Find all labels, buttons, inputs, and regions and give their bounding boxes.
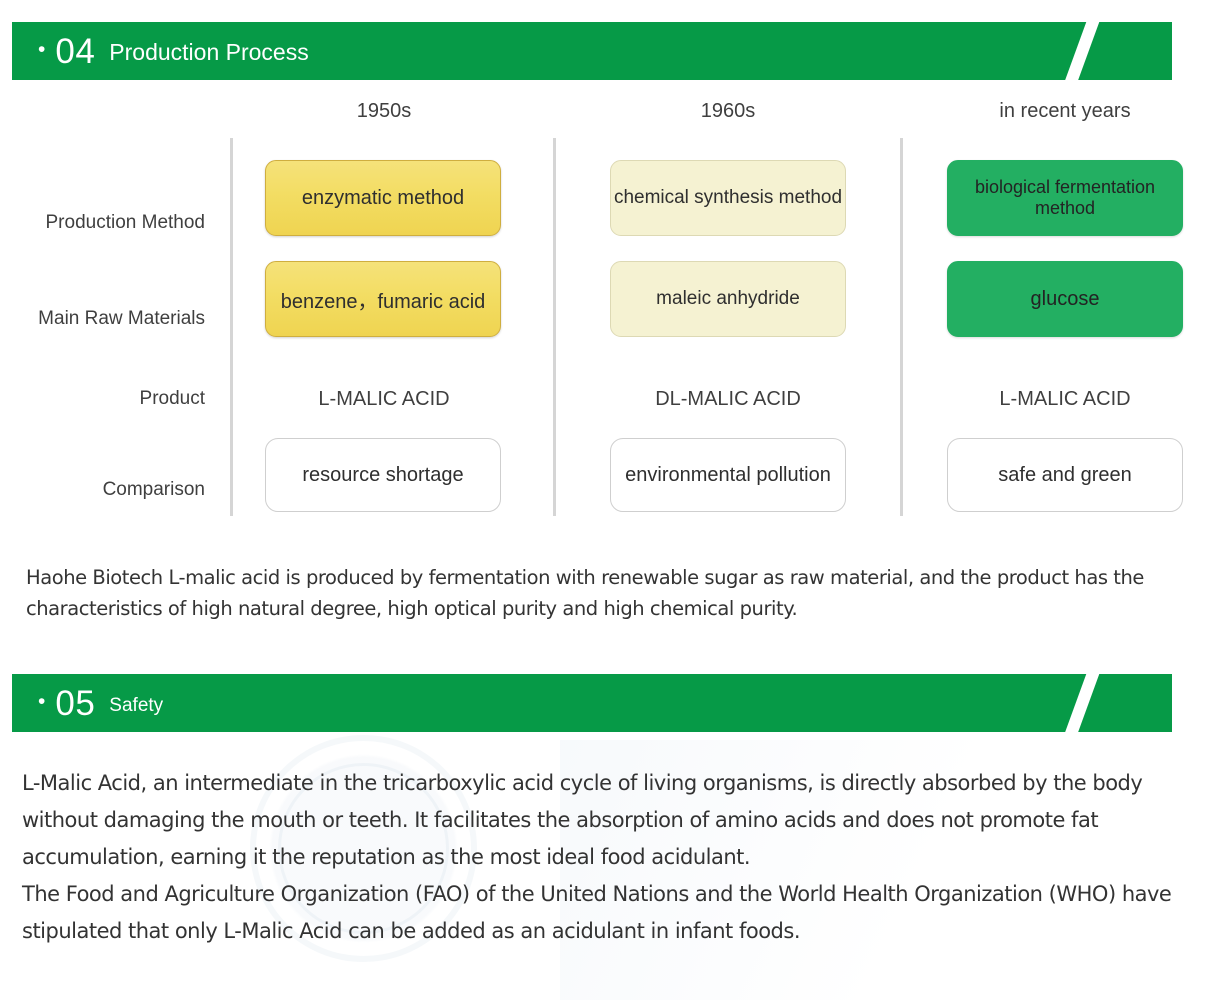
section-title: Safety bbox=[109, 695, 164, 716]
cell-raw-materials-recent-years: glucose bbox=[947, 261, 1183, 337]
cell-production-method-1960s: chemical synthesis method bbox=[610, 160, 846, 236]
column-separator-2 bbox=[553, 138, 556, 516]
row-label-comparison: Comparison bbox=[102, 479, 205, 500]
cell-comparison-1960s: environmental pollution bbox=[610, 438, 846, 512]
safety-paragraph-line-2: The Food and Agriculture Organization (F… bbox=[22, 882, 1172, 943]
cell-raw-materials-1960s: maleic anhydride bbox=[610, 261, 846, 337]
bullet-icon: • bbox=[38, 690, 46, 713]
bullet-icon: • bbox=[38, 38, 46, 61]
cell-production-method-1950s: enzymatic method bbox=[265, 160, 501, 236]
section-banner-safety: • 05 Safety bbox=[12, 674, 1172, 732]
column-header-1950s: 1950s bbox=[356, 100, 412, 122]
intro-paragraph-text: Haohe Biotech L-malic acid is produced b… bbox=[26, 566, 1144, 620]
cell-product-1950s: L-MALIC ACID bbox=[318, 388, 450, 410]
intro-paragraph: Haohe Biotech L-malic acid is produced b… bbox=[26, 562, 1206, 624]
cell-production-method-recent-years: biological fermentation method bbox=[947, 160, 1183, 236]
section-title: Production Process bbox=[109, 39, 309, 65]
section-number: 05 bbox=[55, 683, 96, 723]
column-separator-1 bbox=[230, 138, 233, 516]
safety-paragraph-line-1: L-Malic Acid, an intermediate in the tri… bbox=[22, 771, 1143, 869]
section-banner-production-process: • 04 Production Process bbox=[12, 22, 1172, 80]
cell-product-1960s: DL-MALIC ACID bbox=[655, 388, 801, 410]
column-header-recent-years: in recent years bbox=[999, 100, 1131, 122]
row-label-product: Product bbox=[139, 388, 205, 409]
cell-comparison-1950s: resource shortage bbox=[265, 438, 501, 512]
safety-paragraph: L-Malic Acid, an intermediate in the tri… bbox=[22, 765, 1218, 950]
section-number: 04 bbox=[55, 31, 96, 71]
column-separator-3 bbox=[900, 138, 903, 516]
cell-product-recent-years: L-MALIC ACID bbox=[999, 388, 1131, 410]
production-process-comparison-table: 1950s 1960s in recent years Production M… bbox=[0, 100, 1220, 520]
cell-raw-materials-1950s: benzene，fumaric acid bbox=[265, 261, 501, 337]
cell-comparison-recent-years: safe and green bbox=[947, 438, 1183, 512]
banner-diagonal-slash bbox=[1060, 22, 1103, 80]
banner-diagonal-slash bbox=[1060, 674, 1103, 732]
row-label-production-method: Production Method bbox=[45, 212, 206, 233]
row-label-main-raw-materials: Main Raw Materials bbox=[38, 308, 205, 329]
column-header-1960s: 1960s bbox=[700, 100, 756, 122]
